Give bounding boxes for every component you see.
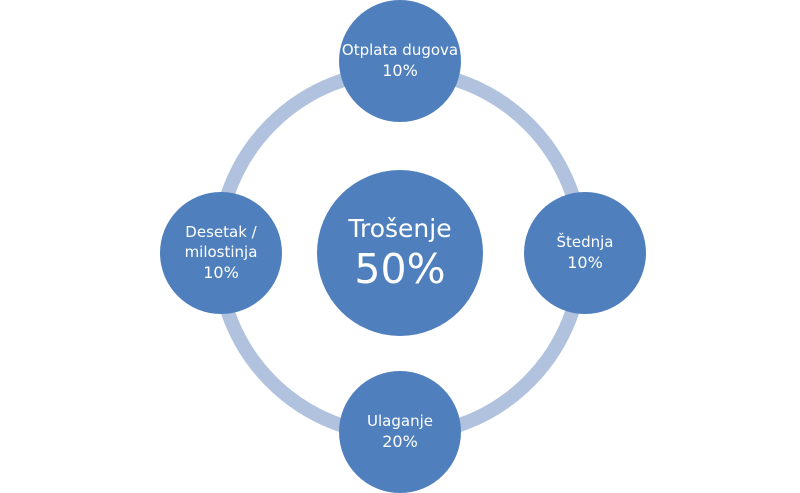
node-debt-repayment: Otplata dugova 10% [339,0,461,122]
node-spending-label: Trošenje [348,214,452,243]
node-savings: Štednja 10% [524,192,646,314]
node-tithe-value: 10% [203,263,239,282]
node-spending: Trošenje 50% [317,170,483,336]
node-investing-label: Ulaganje [367,412,433,430]
node-debt-repayment-label: Otplata dugova [341,41,459,59]
node-investing: Ulaganje 20% [339,371,461,493]
node-spending-value: 50% [354,245,446,293]
node-debt-repayment-value: 10% [382,61,418,80]
node-savings-value: 10% [567,253,603,272]
node-investing-value: 20% [382,432,418,451]
node-tithe-label: Desetak / milostinja [184,223,258,261]
node-savings-label: Štednja [556,233,614,251]
node-tithe: Desetak / milostinja 10% [160,192,282,314]
